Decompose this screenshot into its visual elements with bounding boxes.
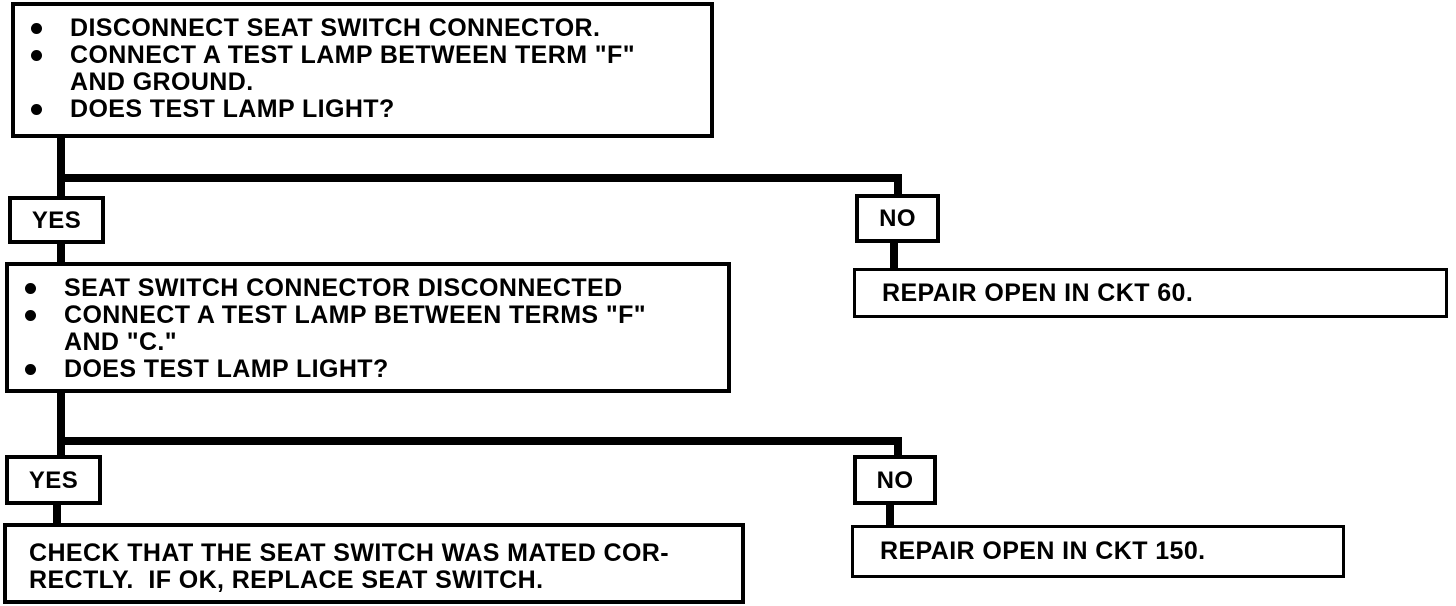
result-no1-box: REPAIR OPEN IN CKT 60. [853, 268, 1448, 318]
step1-item-1: DISCONNECT SEAT SWITCH CONNECTOR. [15, 15, 702, 42]
decision2-yes-label: YES [28, 466, 79, 494]
step2-text: SEAT SWITCH CONNECTOR DISCONNECTED [64, 274, 623, 302]
connector-no1-down [890, 243, 898, 268]
bullet-icon [25, 364, 36, 375]
connector-row1-no-stub [894, 182, 902, 196]
result-yes2-text: CHECK THAT THE SEAT SWITCH WAS MATED COR… [29, 539, 669, 567]
connector-row2-horizontal [57, 437, 902, 445]
result-yes2-text: RECTLY. IF OK, REPLACE SEAT SWITCH. [29, 566, 544, 594]
step1-item-3: DOES TEST LAMP LIGHT? [15, 96, 702, 123]
decision1-no-box: NO [855, 194, 940, 243]
step2-item-1: SEAT SWITCH CONNECTOR DISCONNECTED [9, 275, 719, 302]
step2-text: AND "C." [64, 328, 178, 356]
decision2-no-label: NO [876, 466, 914, 494]
step1-text: CONNECT A TEST LAMP BETWEEN TERM "F" [70, 41, 635, 69]
connector-yes1-down [57, 244, 65, 262]
bullet-icon [25, 283, 36, 294]
connector-step1-down [57, 138, 65, 196]
result-no2-box: REPAIR OPEN IN CKT 150. [851, 525, 1345, 578]
step2-box: SEAT SWITCH CONNECTOR DISCONNECTED CONNE… [5, 262, 731, 393]
result-yes2-box: CHECK THAT THE SEAT SWITCH WAS MATED COR… [3, 523, 745, 604]
bullet-icon [31, 104, 42, 115]
result-no2-text: REPAIR OPEN IN CKT 150. [880, 537, 1206, 565]
decision2-no-box: NO [853, 455, 937, 505]
connector-step2-down [57, 393, 65, 455]
step2-text: DOES TEST LAMP LIGHT? [64, 355, 389, 383]
connector-row2-no-stub [894, 445, 902, 457]
step2-text: CONNECT A TEST LAMP BETWEEN TERMS "F" [64, 301, 647, 329]
result-no1-text: REPAIR OPEN IN CKT 60. [882, 278, 1194, 307]
decision1-no-label: NO [879, 205, 916, 232]
connector-row1-horizontal [57, 174, 902, 182]
step1-item-2: CONNECT A TEST LAMP BETWEEN TERM "F" AND… [15, 42, 702, 96]
decision1-yes-box: YES [8, 196, 105, 244]
step2-item-3: DOES TEST LAMP LIGHT? [9, 356, 719, 383]
step1-box: DISCONNECT SEAT SWITCH CONNECTOR. CONNEC… [11, 2, 714, 138]
step2-item-2: CONNECT A TEST LAMP BETWEEN TERMS "F" AN… [9, 302, 719, 356]
decision2-yes-box: YES [5, 455, 102, 505]
connector-no2-down [886, 505, 894, 525]
step1-text: DISCONNECT SEAT SWITCH CONNECTOR. [70, 14, 601, 42]
bullet-icon [31, 23, 42, 34]
step1-text: DOES TEST LAMP LIGHT? [70, 95, 395, 123]
bullet-icon [31, 50, 42, 61]
decision1-yes-label: YES [31, 206, 82, 234]
bullet-icon [25, 310, 36, 321]
step1-text: AND GROUND. [70, 68, 254, 96]
connector-yes2-down [53, 505, 61, 523]
